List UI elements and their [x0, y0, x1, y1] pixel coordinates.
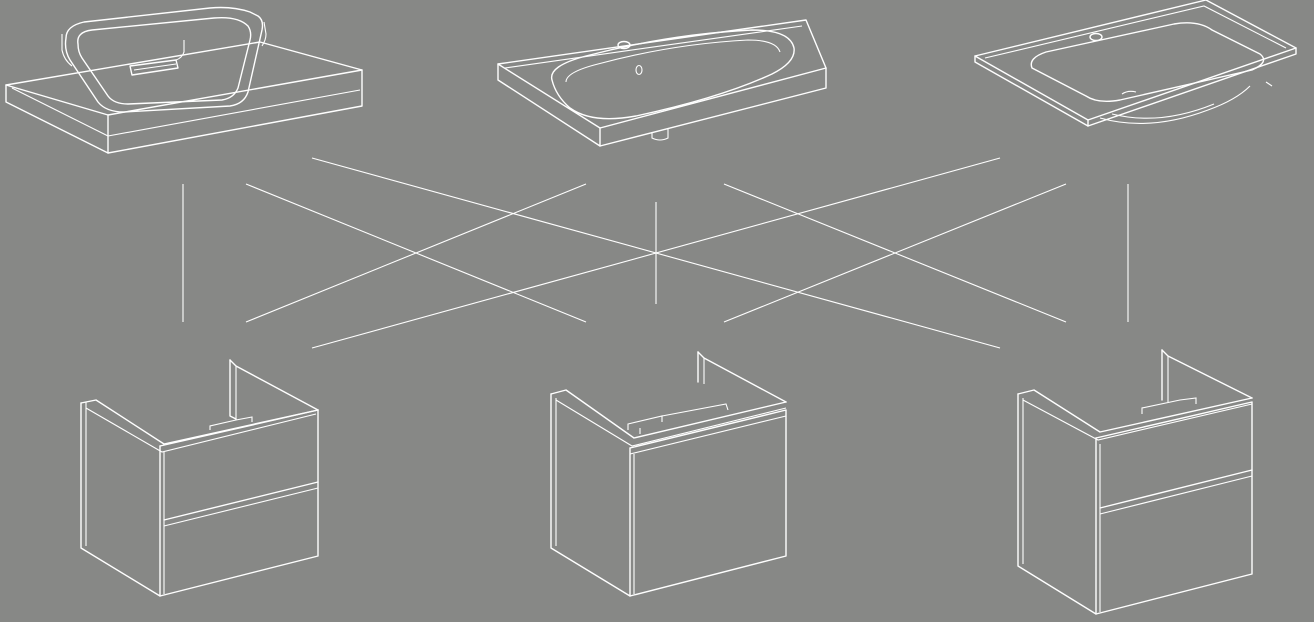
compatibility-lines	[182, 157, 1129, 349]
countertop-bowl	[61, 6, 267, 113]
cabinet-1-two-drawer-cabinet	[80, 359, 319, 597]
countertop-board	[5, 41, 363, 154]
link-basin-3-cabinet-2	[723, 183, 1067, 323]
cabinet-2-single-drawer-cabinet	[550, 351, 787, 597]
cabinet-3-tall-two-drawer-cabinet	[1017, 349, 1253, 615]
link-basin-2-cabinet-1	[245, 183, 587, 323]
basin-1-countertop-basin	[5, 6, 363, 154]
basin-2-rounded-washbasin	[497, 19, 827, 147]
link-basin-3-cabinet-1	[311, 157, 1001, 349]
basin-3-slim-rim-washbasin	[974, 0, 1297, 127]
